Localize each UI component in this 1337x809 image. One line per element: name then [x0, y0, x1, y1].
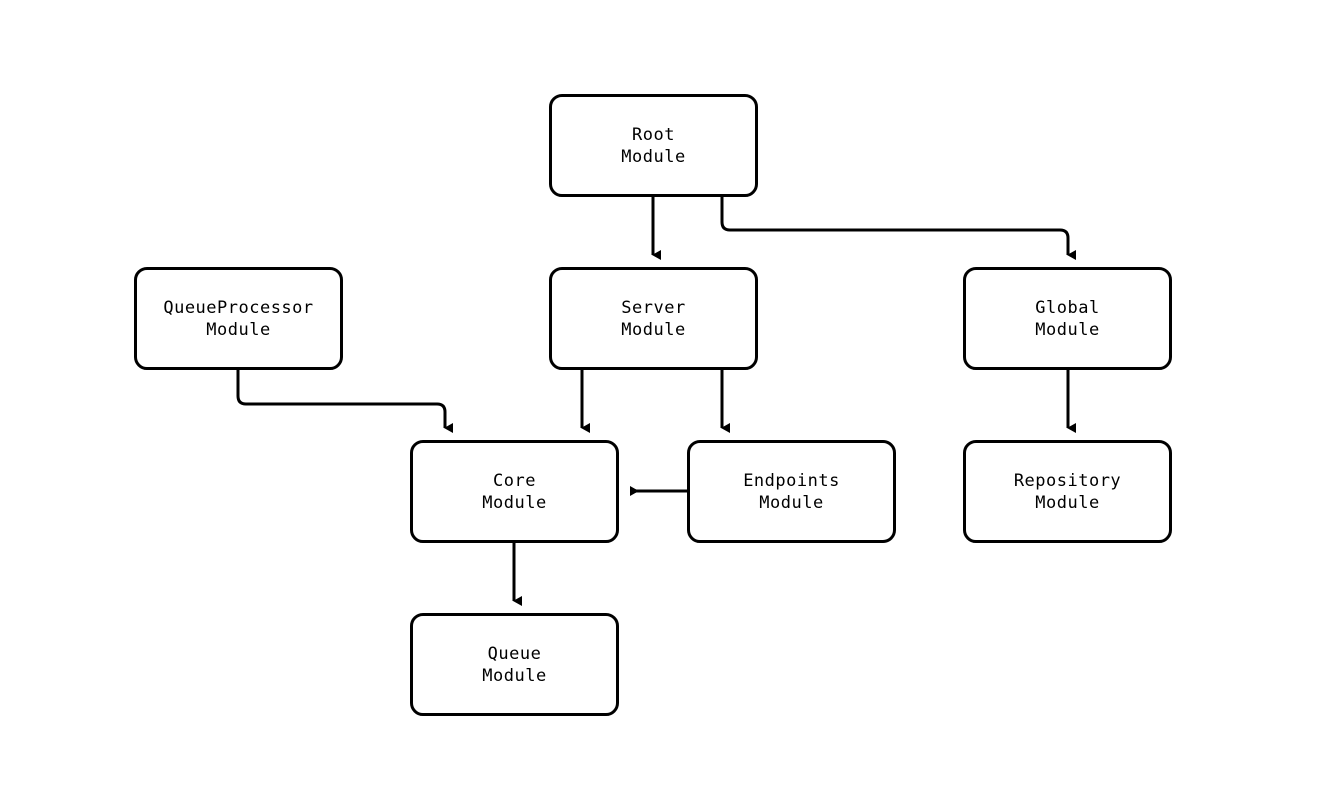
node-server[interactable]: Server Module	[549, 267, 758, 370]
node-global-line1: Global	[1035, 297, 1100, 318]
node-root[interactable]: Root Module	[549, 94, 758, 197]
node-repository[interactable]: Repository Module	[963, 440, 1172, 543]
edge-queueprocessor-to-core	[236, 370, 453, 433]
edge-root-to-global	[720, 197, 1076, 260]
node-core-line1: Core	[493, 470, 536, 491]
node-core[interactable]: Core Module	[410, 440, 619, 543]
node-server-line2: Module	[621, 319, 686, 340]
node-core-line2: Module	[482, 492, 547, 513]
node-root-line2: Module	[621, 146, 686, 167]
node-global-line2: Module	[1035, 319, 1100, 340]
node-queueprocessor-line1: QueueProcessor	[163, 297, 314, 318]
node-endpoints-line2: Module	[759, 492, 824, 513]
node-queueprocessor[interactable]: QueueProcessor Module	[134, 267, 343, 370]
node-global[interactable]: Global Module	[963, 267, 1172, 370]
node-root-line1: Root	[632, 124, 675, 145]
node-endpoints-line1: Endpoints	[743, 470, 840, 491]
node-queue-line2: Module	[482, 665, 547, 686]
node-server-line1: Server	[621, 297, 686, 318]
node-repository-line1: Repository	[1013, 470, 1122, 491]
node-queue[interactable]: Queue Module	[410, 613, 619, 716]
node-queueprocessor-line2: Module	[206, 319, 271, 340]
node-queue-line1: Queue	[487, 643, 542, 664]
node-repository-line2: Module	[1035, 492, 1100, 513]
node-endpoints[interactable]: Endpoints Module	[687, 440, 896, 543]
